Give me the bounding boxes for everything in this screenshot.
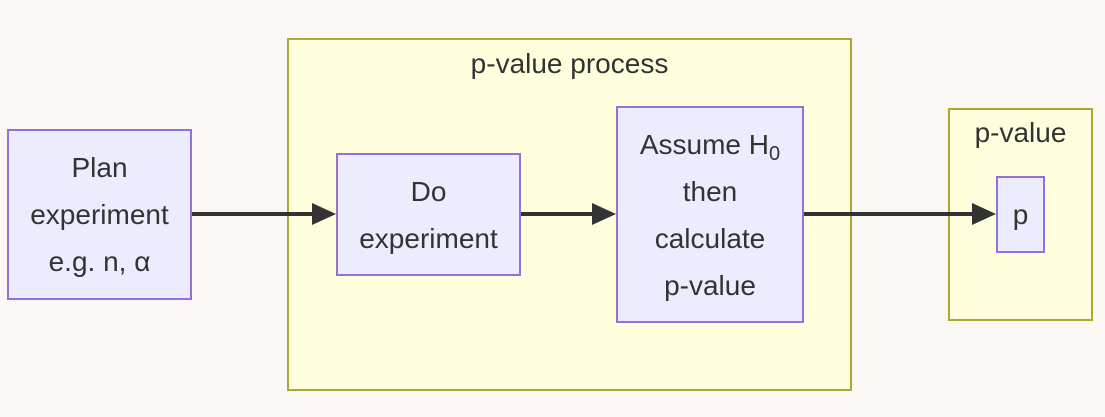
node-p-label: p	[1012, 199, 1029, 230]
node-assume-line-3: calculate	[654, 222, 766, 254]
node-plan-experiment[interactable]: Plan experiment e.g. n, α	[7, 129, 192, 300]
node-assume-line-2: then	[682, 175, 738, 207]
node-p[interactable]: p	[996, 176, 1045, 253]
node-plan-line-3: e.g. n, α	[48, 246, 151, 277]
cluster-title-pvalue-output: p-value	[974, 117, 1067, 148]
node-do-line-1: Do	[410, 175, 447, 207]
cluster-title-pvalue-process: p-value process	[470, 48, 669, 79]
node-assume-h0[interactable]: Assume H0 then calculate p-value	[616, 106, 804, 323]
node-assume-subscript: 0	[769, 142, 781, 165]
node-plan-line-1: Plan	[71, 152, 128, 183]
node-do-line-2: experiment	[359, 222, 498, 254]
node-assume-line-1: Assume H0	[640, 121, 780, 168]
node-do-experiment[interactable]: Do experiment	[336, 153, 521, 276]
node-assume-line-1-text: Assume H	[639, 128, 770, 160]
node-assume-line-4: p-value	[664, 269, 756, 301]
node-plan-line-2: experiment	[30, 199, 169, 230]
